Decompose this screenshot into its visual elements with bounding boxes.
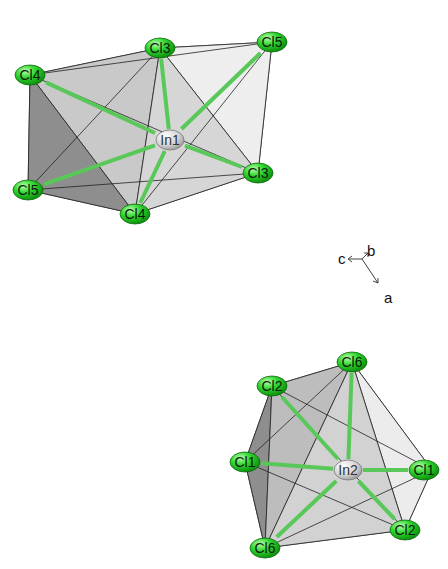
atom-label: Cl1 bbox=[229, 454, 261, 470]
atom-label: Cl3 bbox=[144, 40, 176, 56]
bond-line bbox=[185, 146, 242, 167]
atom-label: In1 bbox=[155, 132, 185, 148]
axis-label: b bbox=[367, 243, 375, 259]
chlorine-atom: Cl5 bbox=[256, 31, 288, 53]
atom-ellipse bbox=[409, 460, 439, 480]
atom-label: Cl1 bbox=[408, 462, 440, 478]
bond-line bbox=[358, 481, 394, 519]
chlorine-atom: Cl2 bbox=[256, 375, 288, 397]
chlorine-atom: Cl1 bbox=[229, 451, 261, 473]
atom-label: Cl2 bbox=[389, 522, 421, 538]
bond-line bbox=[161, 59, 169, 129]
atom-ellipse bbox=[13, 180, 43, 200]
atom-label: Cl2 bbox=[256, 378, 288, 394]
atom-label: Cl4 bbox=[14, 67, 46, 83]
atom-ellipse bbox=[334, 460, 362, 480]
axis-label: a bbox=[384, 290, 392, 306]
atom-label: Cl3 bbox=[242, 165, 274, 181]
atom-ellipse bbox=[243, 163, 273, 183]
atom-ellipse bbox=[145, 38, 175, 58]
atom-label: Cl5 bbox=[256, 34, 288, 50]
atom-label: Cl5 bbox=[12, 182, 44, 198]
bond-line bbox=[363, 468, 408, 472]
atom-ellipse bbox=[15, 65, 45, 85]
bond-line bbox=[181, 53, 260, 129]
atom-label: Cl6 bbox=[336, 354, 368, 370]
chlorine-atom: Cl3 bbox=[242, 162, 274, 184]
bond-line bbox=[348, 373, 351, 459]
chlorine-atom: Cl6 bbox=[336, 351, 368, 373]
chlorine-atom: Cl3 bbox=[144, 37, 176, 59]
bond-line bbox=[46, 82, 155, 133]
atom-ellipse bbox=[250, 538, 280, 558]
bond-line bbox=[44, 145, 155, 184]
octahedron-in1 bbox=[28, 42, 272, 214]
octahedron-in2 bbox=[245, 362, 432, 548]
chlorine-atom: Cl5 bbox=[12, 179, 44, 201]
chlorine-atom: Cl4 bbox=[14, 64, 46, 86]
bond-line bbox=[261, 463, 333, 469]
indium-atom: In2 bbox=[333, 459, 363, 481]
atom-ellipse bbox=[120, 204, 150, 224]
atom-label: In2 bbox=[333, 462, 363, 478]
indium-atom: In1 bbox=[155, 129, 185, 151]
atom-ellipse bbox=[257, 376, 287, 396]
chlorine-atom: Cl2 bbox=[389, 519, 421, 541]
atom-ellipse bbox=[156, 130, 184, 150]
bond-line bbox=[140, 151, 165, 203]
atom-label: Cl4 bbox=[119, 206, 151, 222]
atom-ellipse bbox=[257, 32, 287, 52]
atom-ellipse bbox=[230, 452, 260, 472]
bond-line bbox=[277, 481, 337, 537]
axis-label: c bbox=[338, 251, 346, 267]
atom-label: Cl6 bbox=[249, 540, 281, 556]
chlorine-atom: Cl1 bbox=[408, 459, 440, 481]
atom-ellipse bbox=[390, 520, 420, 540]
chlorine-atom: Cl4 bbox=[119, 203, 151, 225]
chlorine-atom: Cl6 bbox=[249, 537, 281, 559]
atom-ellipse bbox=[337, 352, 367, 372]
bond-line bbox=[282, 397, 338, 459]
